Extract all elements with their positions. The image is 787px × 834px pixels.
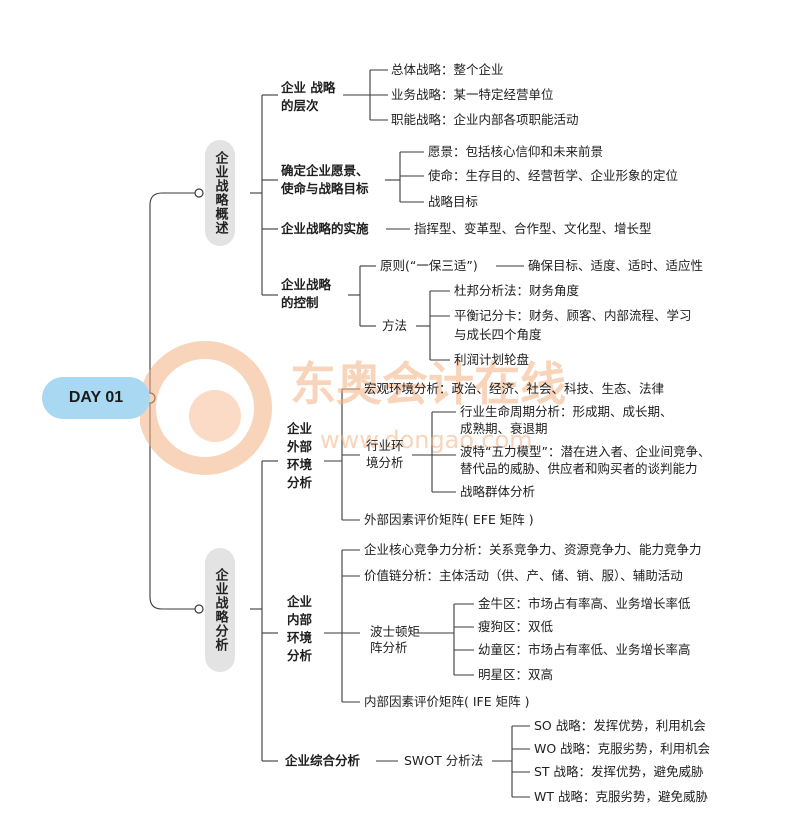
- method-item: 利润计划轮盘: [454, 352, 530, 367]
- vision-item: 战略目标: [428, 194, 479, 209]
- levels-item: 职能战略：企业内部各项职能活动: [391, 112, 579, 127]
- bcg-label-1: 波士顿矩: [370, 624, 421, 639]
- bcg-item: 明星区：双高: [478, 667, 554, 682]
- internal-label-4: 分析: [287, 648, 313, 663]
- method-item: 平衡记分卡：财务、顾客、内部流程、学习: [454, 308, 692, 323]
- macro-analysis: 宏观环境分析：政治、经济、社会、科技、生态、法律: [364, 381, 665, 396]
- branch-pill-analysis[interactable]: 企业战略分析: [205, 548, 235, 672]
- levels-label-1: 企业 战略: [281, 80, 336, 95]
- control-method: 方法: [382, 318, 408, 333]
- root-label: DAY 01: [68, 389, 124, 406]
- external-label-4: 分析: [287, 475, 313, 490]
- internal-label-1: 企业: [287, 594, 313, 609]
- swot-item: WO 战略：克服劣势，利用机会: [534, 741, 711, 756]
- vision-label-1: 确定企业愿景、: [281, 163, 369, 178]
- external-label-1: 企业: [287, 421, 313, 436]
- control-principle-value: 确保目标、适度、适时、适应性: [528, 258, 704, 273]
- branch-pill-overview[interactable]: 企业战略概述: [205, 140, 235, 246]
- efe-matrix: 外部因素评价矩阵( EFE 矩阵 ): [364, 512, 534, 527]
- swot-item: ST 战略：发挥优势，避免威胁: [534, 764, 704, 779]
- levels-label-2: 的层次: [281, 98, 319, 113]
- control-label-1: 企业战略: [281, 277, 332, 292]
- swot-label: 企业综合分析: [285, 753, 361, 768]
- external-label-2: 外部: [287, 439, 313, 454]
- levels-item: 业务战略：某一特定经营单位: [391, 87, 554, 102]
- control-label-2: 的控制: [281, 295, 319, 310]
- vision-item: 使命：生存目的、经营哲学、企业形象的定位: [428, 168, 679, 183]
- industry-label-2: 境分析: [366, 455, 404, 470]
- bcg-item: 瘦狗区：双低: [478, 619, 554, 634]
- branch-title-overview: 企业战略概述: [212, 151, 228, 235]
- control-principle: 原则(“一保三适”): [380, 258, 478, 273]
- vision-label-2: 使命与战略目标: [281, 181, 369, 196]
- swot-item: SO 战略：发挥优势，利用机会: [534, 718, 706, 733]
- branch-title-analysis: 企业战略分析: [212, 568, 228, 652]
- bcg-label-2: 阵分析: [370, 640, 408, 655]
- implement-value: 指挥型、变革型、合作型、文化型、增长型: [414, 221, 652, 236]
- industry-item: 行业生命周期分析：形成期、成长期、: [460, 404, 673, 419]
- method-item: 杜邦分析法：财务角度: [454, 283, 580, 298]
- ife-matrix: 内部因素评价矩阵( IFE 矩阵 ): [364, 694, 530, 709]
- bcg-item: 幼童区：市场占有率低、业务增长率高: [478, 642, 691, 657]
- swot-method: SWOT 分析法: [404, 753, 484, 768]
- method-item: 与成长四个角度: [454, 327, 542, 342]
- swot-item: WT 战略：克服劣势，避免威胁: [534, 789, 708, 804]
- root-node[interactable]: DAY 01: [42, 377, 150, 419]
- core-competence: 企业核心竞争力分析：关系竞争力、资源竞争力、能力竞争力: [364, 542, 702, 557]
- industry-item: 波特“五力模型”：潜在进入者、企业间竞争、: [460, 444, 711, 459]
- industry-item: 战略群体分析: [460, 484, 536, 499]
- vision-item: 愿景：包括核心信仰和未来前景: [428, 144, 604, 159]
- internal-label-3: 环境: [287, 630, 313, 645]
- industry-label-1: 行业环: [366, 438, 404, 453]
- industry-item: 替代品的威胁、供应者和购买者的谈判能力: [460, 461, 698, 476]
- internal-label-2: 内部: [287, 612, 313, 627]
- external-label-3: 环境: [287, 457, 313, 472]
- implement-label: 企业战略的实施: [281, 221, 369, 236]
- levels-item: 总体战略：整个企业: [391, 62, 504, 77]
- bcg-item: 金牛区：市场占有率高、业务增长率低: [478, 596, 691, 611]
- industry-item: 成熟期、衰退期: [460, 421, 548, 436]
- value-chain: 价值链分析：主体活动（供、产、储、销、服）、辅助活动: [364, 568, 683, 583]
